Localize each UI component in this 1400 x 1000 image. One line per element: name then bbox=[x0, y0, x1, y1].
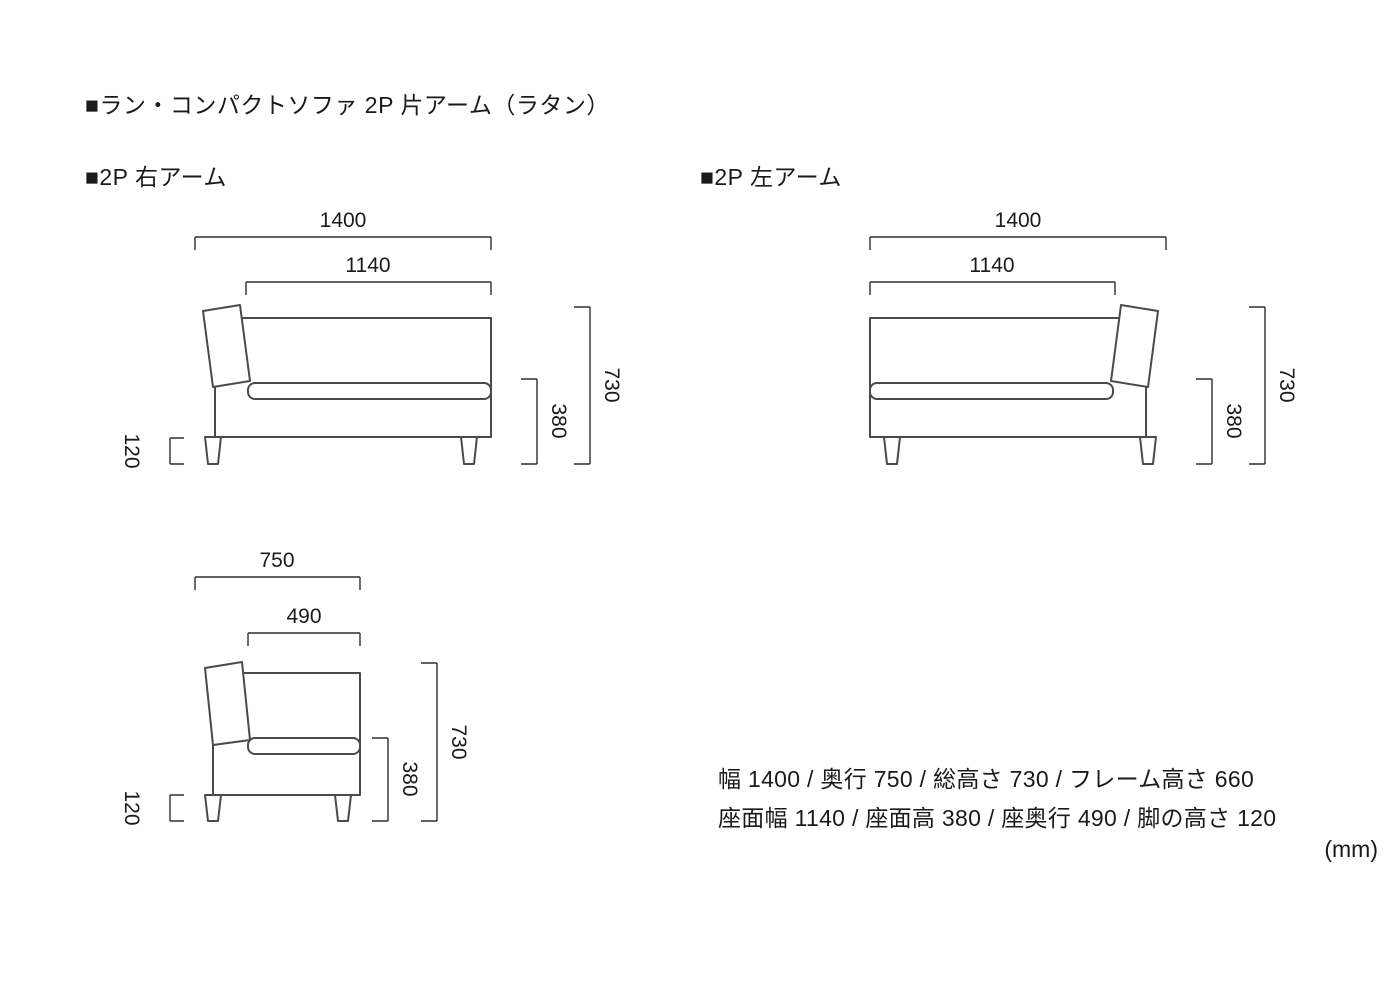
dimension-line bbox=[169, 437, 184, 465]
dim-total-width: 1400 bbox=[869, 209, 1167, 250]
spec-summary-line-2: 座面幅 1140 / 座面高 380 / 座奥行 490 / 脚の高さ 120 bbox=[718, 805, 1277, 831]
dim-label-total-depth: 750 bbox=[259, 549, 294, 572]
sofa-body bbox=[214, 317, 492, 438]
side-view: 750 490 730 380 120 bbox=[120, 549, 470, 826]
dimension-line bbox=[247, 632, 361, 646]
dim-label-total-width: 1400 bbox=[995, 209, 1042, 232]
front-view-right-arm: 1400 1140 730 380 120 bbox=[120, 209, 623, 469]
dim-seat-width: 1140 bbox=[869, 254, 1116, 295]
dimension-line bbox=[421, 662, 438, 822]
seat-cushion bbox=[247, 382, 492, 400]
unit-note: (mm) bbox=[1324, 836, 1378, 862]
dimension-line bbox=[372, 737, 389, 822]
sofa-leg-front bbox=[334, 794, 352, 822]
section-label-left-arm: ■2P 左アーム bbox=[700, 164, 842, 190]
dim-seat-depth: 490 bbox=[247, 605, 361, 646]
dim-label-seat-height: 380 bbox=[547, 403, 570, 438]
sofa-leg-left bbox=[883, 436, 901, 465]
sofa-side-view bbox=[204, 661, 361, 822]
dimension-line bbox=[574, 306, 591, 465]
dim-label-total-width: 1400 bbox=[320, 209, 367, 232]
dimension-line bbox=[521, 378, 538, 465]
sofa-leg-right bbox=[460, 436, 478, 465]
dim-label-seat-depth: 490 bbox=[286, 605, 321, 628]
dim-label-seat-height: 380 bbox=[1222, 403, 1245, 438]
seat-cushion bbox=[247, 737, 361, 755]
dimension-line bbox=[194, 576, 361, 590]
dim-label-leg-height: 120 bbox=[120, 433, 143, 468]
page-title: ■ラン・コンパクトソファ 2P 片アーム（ラタン） bbox=[85, 92, 610, 118]
dim-label-total-height: 730 bbox=[600, 367, 623, 402]
dim-leg-height: 120 bbox=[120, 433, 184, 469]
dimension-line bbox=[245, 281, 492, 295]
dimension-line bbox=[1249, 306, 1266, 465]
sofa-leg-left bbox=[204, 436, 222, 465]
sofa-front-right-arm bbox=[202, 304, 492, 465]
dim-total-depth: 750 bbox=[194, 549, 361, 590]
dimension-line bbox=[869, 236, 1167, 250]
sofa-body bbox=[869, 317, 1147, 438]
dimension-line bbox=[194, 236, 492, 250]
dim-label-total-height: 730 bbox=[1275, 367, 1298, 402]
arm-cushion bbox=[1110, 304, 1159, 388]
dim-label-seat-width: 1140 bbox=[345, 254, 390, 277]
dimension-line bbox=[169, 794, 184, 822]
dim-seat-height: 380 bbox=[521, 378, 570, 465]
dim-seat-width: 1140 bbox=[245, 254, 492, 295]
sofa-leg-back bbox=[204, 794, 222, 822]
dim-label-seat-width: 1140 bbox=[969, 254, 1014, 277]
seat-cushion bbox=[869, 382, 1114, 400]
dim-total-height: 730 bbox=[574, 306, 623, 465]
dimension-line bbox=[869, 281, 1116, 295]
sofa-leg-right bbox=[1139, 436, 1157, 465]
dim-leg-height: 120 bbox=[120, 790, 184, 826]
dim-total-height: 730 bbox=[421, 662, 470, 822]
dim-label-seat-height: 380 bbox=[398, 761, 421, 796]
back-cushion bbox=[204, 661, 251, 746]
section-label-right-arm: ■2P 右アーム bbox=[85, 164, 227, 190]
spec-summary: 幅 1400 / 奥行 750 / 総高さ 730 / フレーム高さ 660 座… bbox=[718, 760, 1276, 838]
dim-total-height: 730 bbox=[1249, 306, 1298, 465]
spec-summary-line-1: 幅 1400 / 奥行 750 / 総高さ 730 / フレーム高さ 660 bbox=[718, 766, 1255, 792]
sofa-front-left-arm bbox=[869, 304, 1159, 465]
dimension-line bbox=[1196, 378, 1213, 465]
dim-label-leg-height: 120 bbox=[120, 790, 143, 825]
front-view-left-arm: 1400 1140 730 380 bbox=[869, 209, 1298, 465]
dim-total-width: 1400 bbox=[194, 209, 492, 250]
arm-cushion bbox=[202, 304, 251, 388]
dim-seat-height: 380 bbox=[1196, 378, 1245, 465]
dim-label-total-height: 730 bbox=[447, 724, 470, 759]
dim-seat-height: 380 bbox=[372, 737, 421, 822]
